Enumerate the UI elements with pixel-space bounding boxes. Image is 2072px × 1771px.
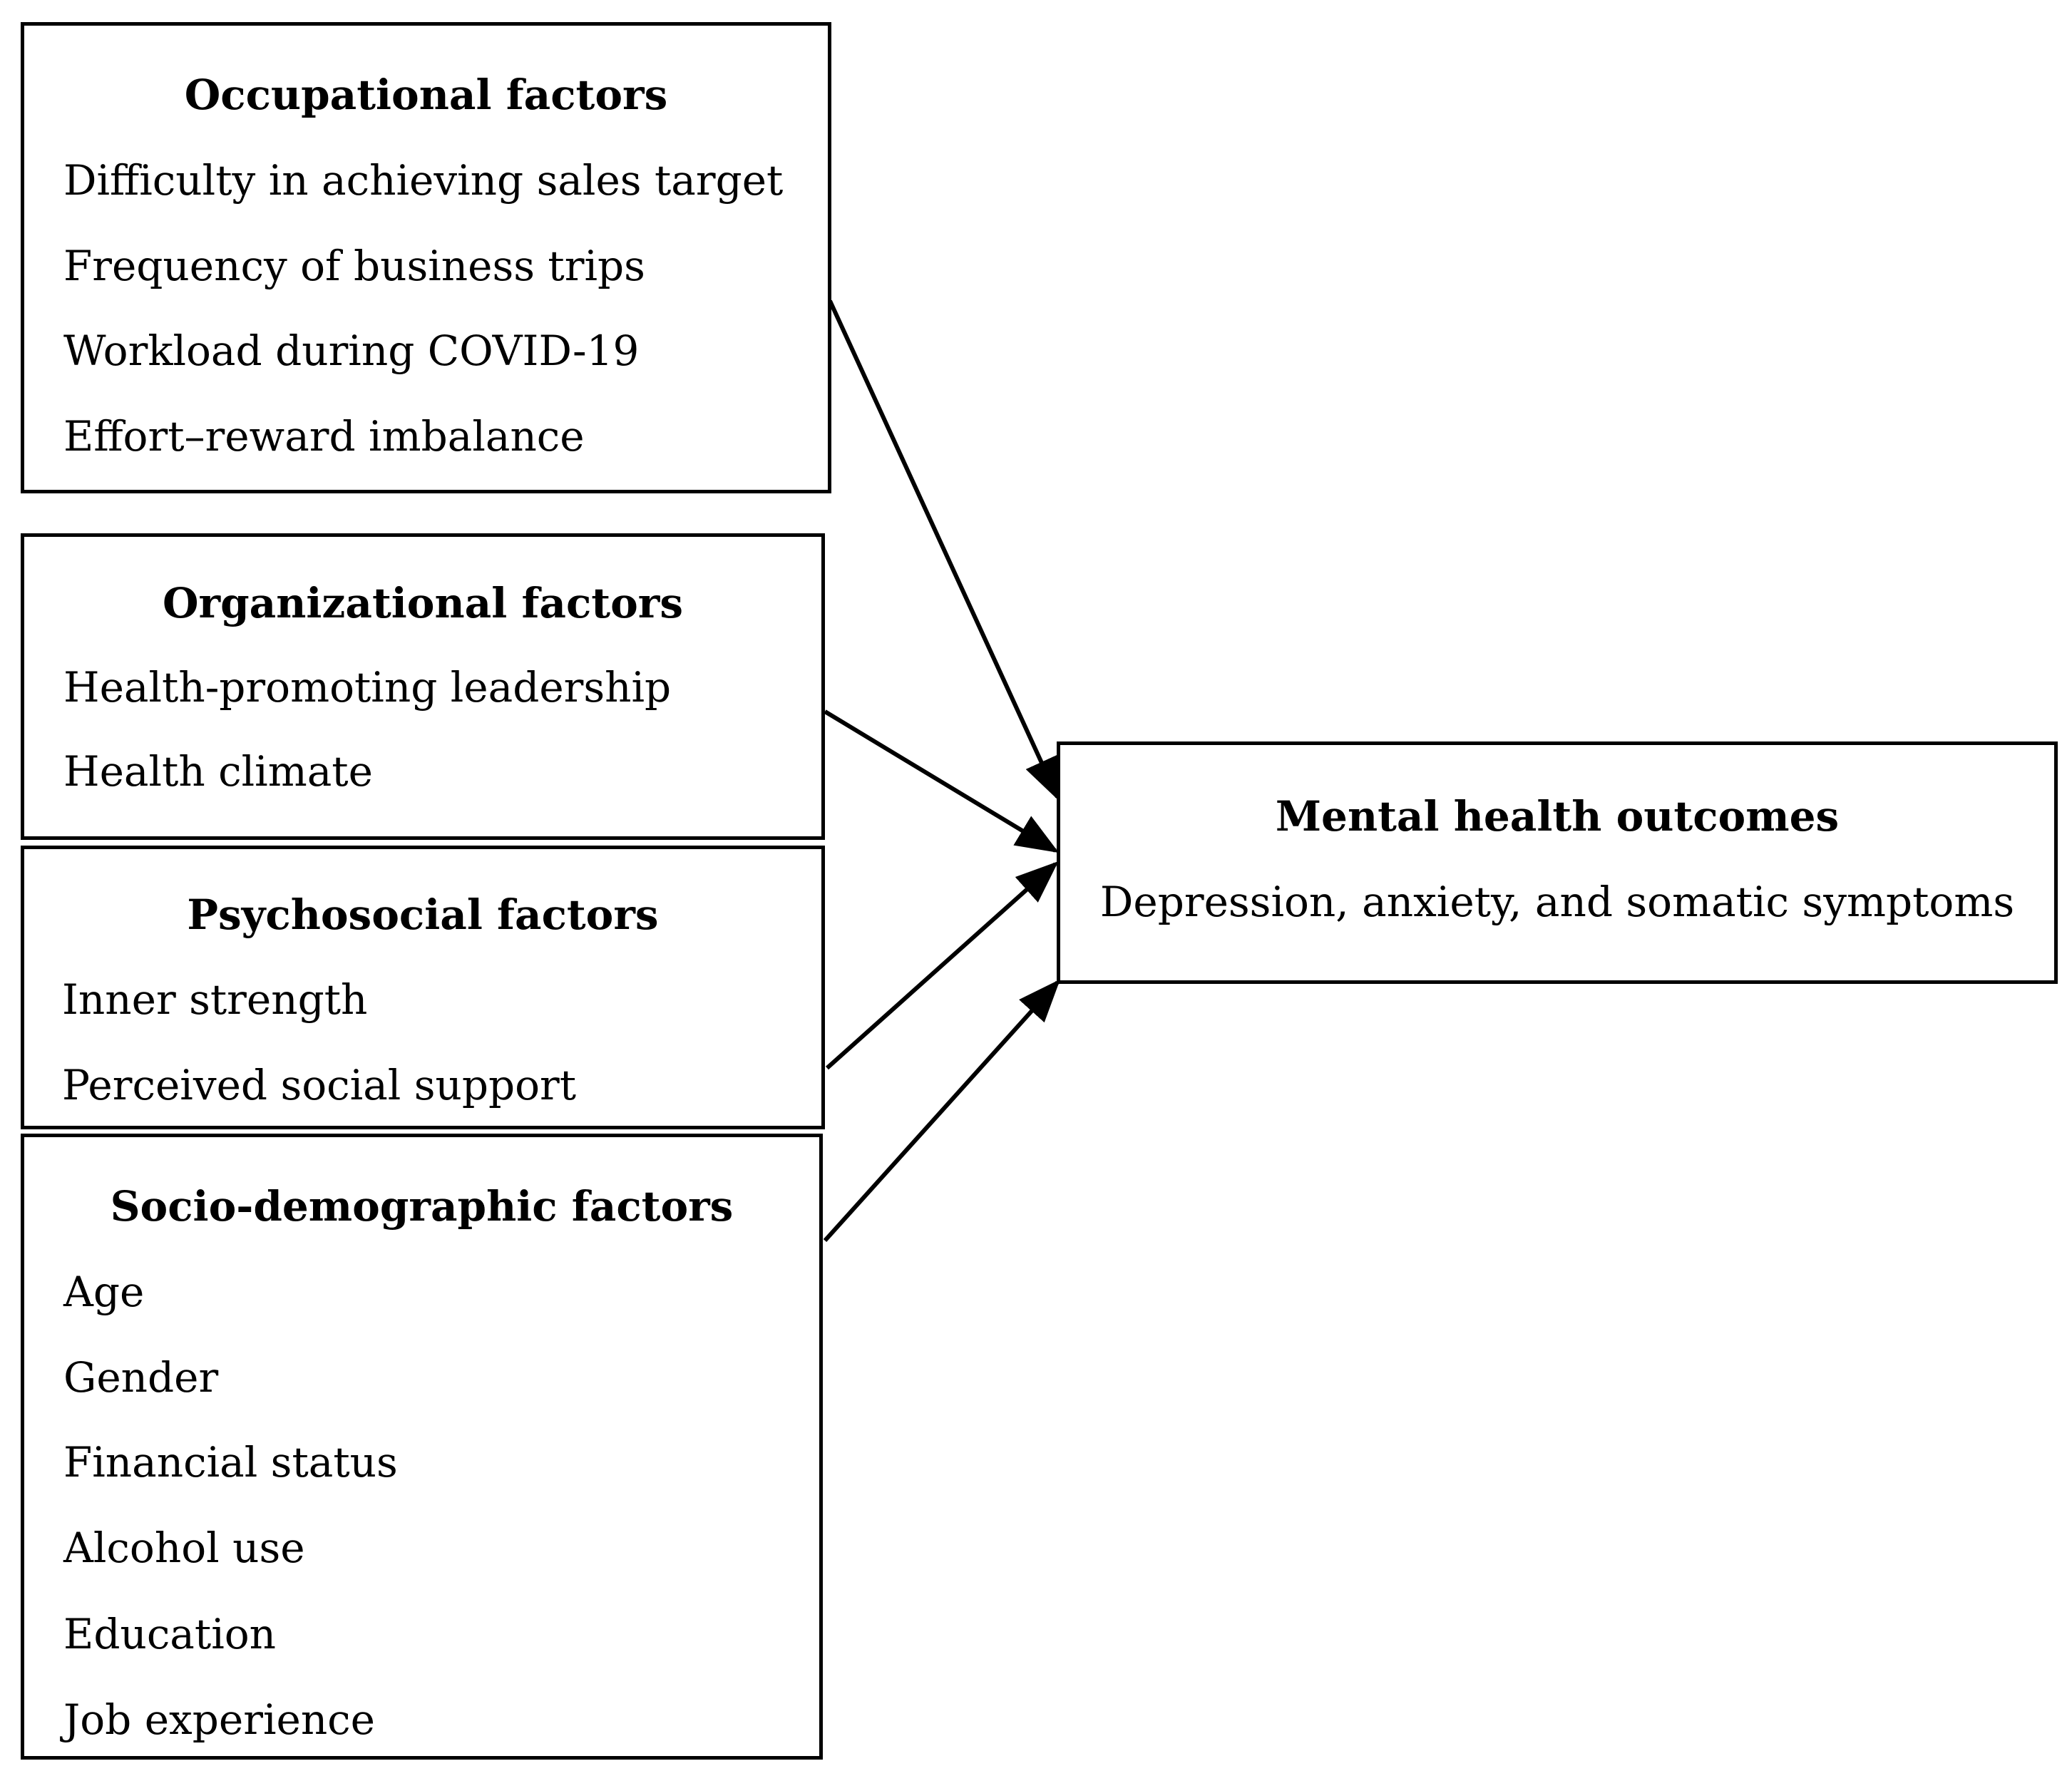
sociodemographic-factors-title: Socio-demographic factors — [110, 1182, 734, 1231]
sociodemographic-factor-item: Education — [63, 1610, 277, 1658]
occupational-factor-item: Frequency of business trips — [63, 242, 645, 290]
psychosocial-factors-box: Psychosocial factors Inner strength Perc… — [21, 846, 825, 1129]
arrow-psychosocial-to-outcomes — [826, 861, 1059, 1070]
mental-health-outcomes-box: Mental health outcomes Depression, anxie… — [1057, 741, 2058, 984]
psychosocial-factor-item: Inner strength — [62, 975, 368, 1024]
occupational-factor-item: Workload during COVID-19 — [63, 327, 640, 375]
sociodemographic-factor-item: Age — [63, 1268, 145, 1316]
occupational-factors-title: Occupational factors — [184, 71, 668, 119]
sociodemographic-factors-box: Socio-demographic factors Age Gender Fin… — [21, 1134, 823, 1760]
arrow-organizational-to-outcomes — [824, 709, 1060, 853]
sociodemographic-factor-item: Gender — [63, 1353, 219, 1402]
arrow-sociodemographic-to-outcomes — [823, 979, 1061, 1243]
sociodemographic-factor-item: Job experience — [63, 1695, 375, 1744]
occupational-factor-item: Difficulty in achieving sales target — [63, 156, 784, 205]
psychosocial-factors-title: Psychosocial factors — [187, 890, 659, 939]
organizational-factor-item: Health climate — [63, 747, 373, 796]
organizational-factors-title: Organizational factors — [163, 579, 683, 627]
organizational-factors-box: Organizational factors Health-promoting … — [21, 533, 825, 840]
mental-health-outcomes-title: Mental health outcomes — [1275, 792, 1840, 841]
occupational-factors-box: Occupational factors Difficulty in achie… — [21, 22, 831, 493]
sociodemographic-factor-item: Alcohol use — [63, 1524, 305, 1572]
mental-health-outcome-item: Depression, anxiety, and somatic symptom… — [1099, 878, 2015, 926]
organizational-factor-item: Health-promoting leadership — [63, 663, 672, 712]
occupational-factor-item: Effort–reward imbalance — [63, 412, 585, 461]
psychosocial-factor-item: Perceived social support — [62, 1061, 577, 1109]
arrow-occupational-to-outcomes — [828, 299, 1060, 801]
sociodemographic-factor-item: Financial status — [63, 1438, 398, 1487]
